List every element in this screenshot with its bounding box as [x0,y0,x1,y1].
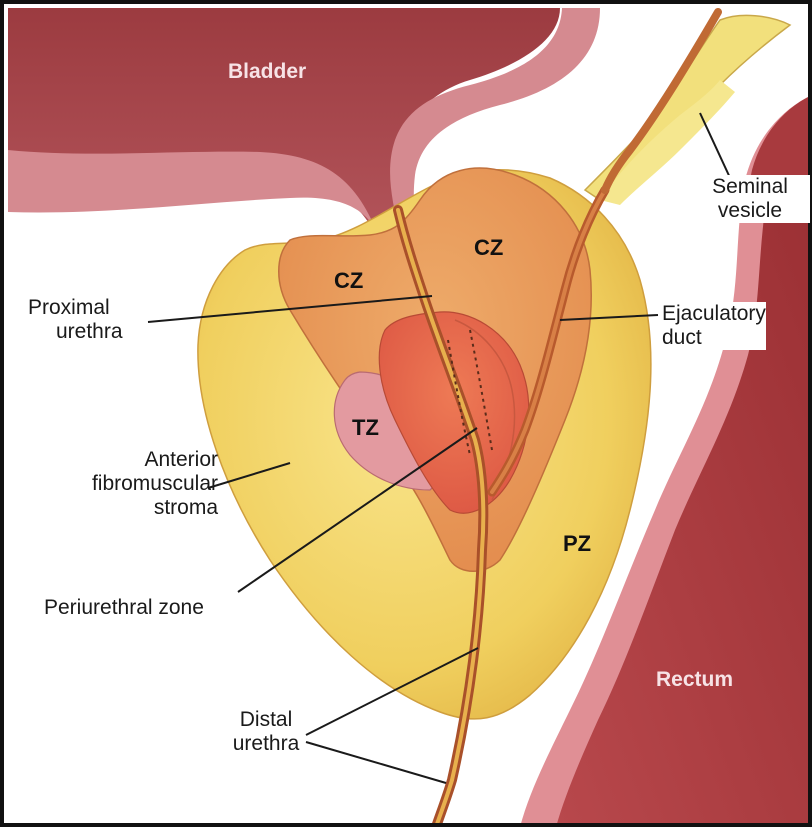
rectum-label: Rectum [656,668,733,692]
distal-urethra-label: Distal urethra [216,708,316,756]
periurethral-zone-label: Periurethral zone [44,596,204,620]
cz-right-label: CZ [474,235,503,261]
ejaculatory-duct-label: Ejaculatory duct [662,302,766,350]
tz-label: TZ [352,415,379,441]
seminal-vesicle-label: Seminal vesicle [690,175,810,223]
pz-label: PZ [563,531,591,557]
proximal-urethra-label: Proximal urethra [28,296,123,344]
anterior-stroma-label: Anterior fibromuscular stroma [58,448,218,520]
bladder-label: Bladder [228,60,306,84]
cz-left-label: CZ [334,268,363,294]
